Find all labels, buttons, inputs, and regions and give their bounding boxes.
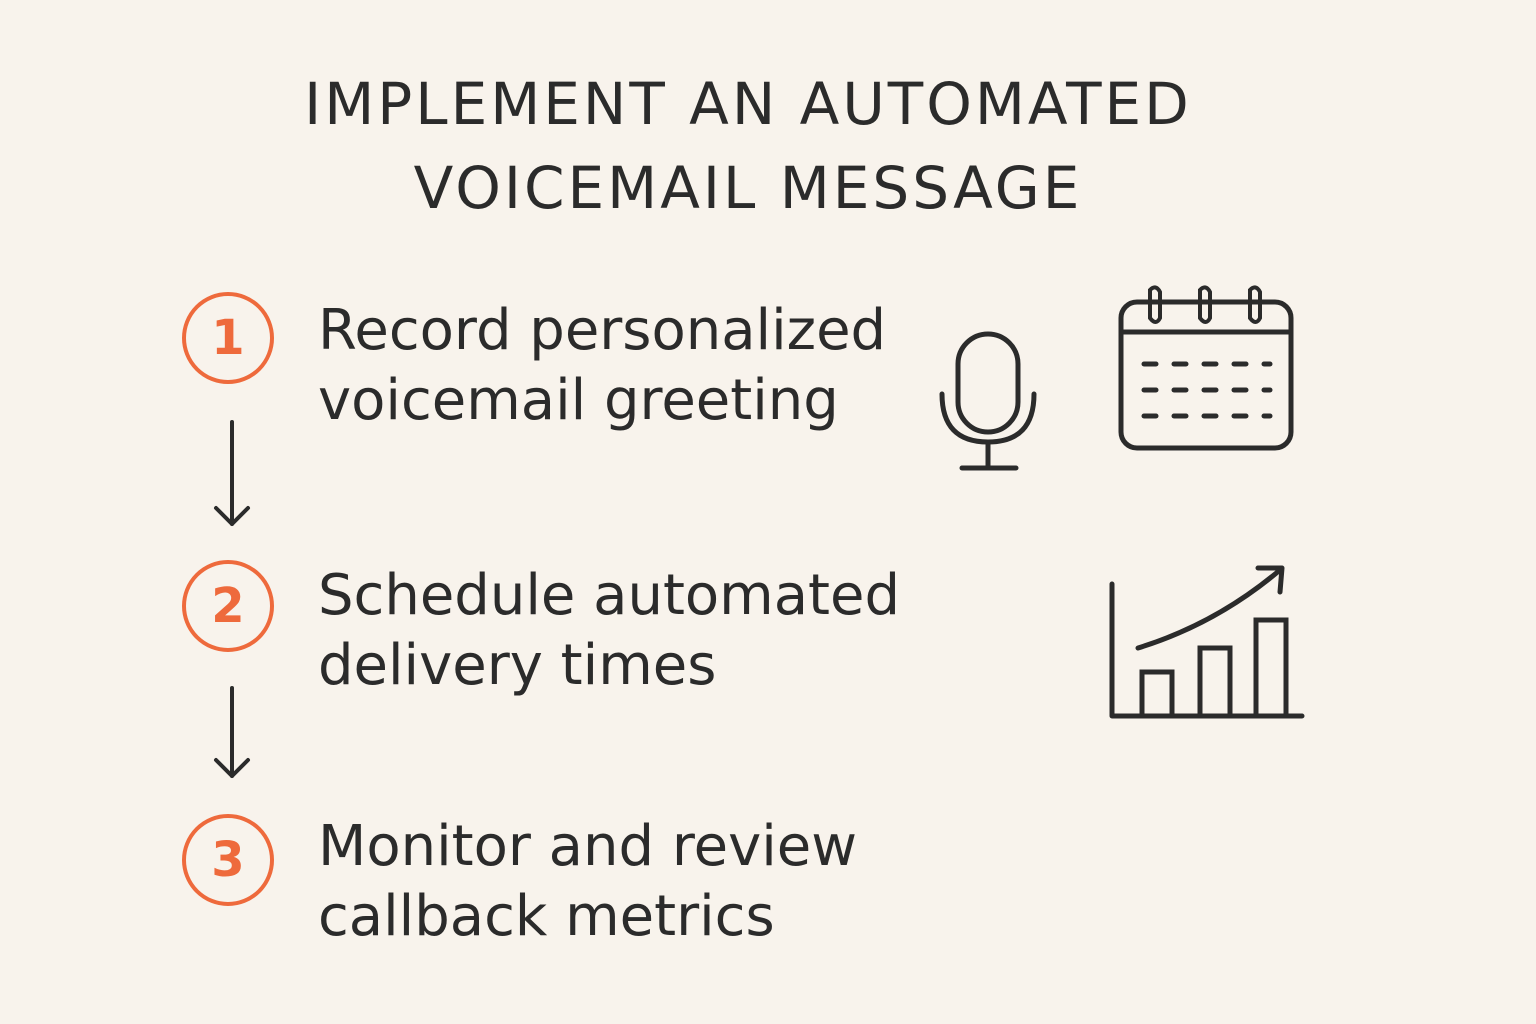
arrow-down-icon — [214, 686, 250, 778]
step-1-line-2: voicemail greeting — [318, 368, 839, 433]
step-1-number: 1 — [182, 292, 274, 384]
growth-chart-icon — [1109, 565, 1305, 719]
microphone-icon — [939, 331, 1037, 471]
step-3-number: 3 — [182, 814, 274, 906]
step-2-line-1: Schedule automated — [318, 563, 900, 628]
step-3-line-2: callback metrics — [318, 884, 775, 949]
arrow-down-icon — [214, 420, 250, 526]
title-line-2: VOICEMAIL MESSAGE — [413, 154, 1083, 222]
step-2-text: Schedule automated delivery times — [318, 561, 900, 701]
step-1-line-1: Record personalized — [318, 298, 887, 363]
step-3-text: Monitor and review callback metrics — [318, 812, 857, 952]
step-1-text: Record personalized voicemail greeting — [318, 296, 886, 436]
step-3-line-1: Monitor and review — [318, 814, 858, 879]
title-line-1: IMPLEMENT AN AUTOMATED — [304, 70, 1192, 138]
step-2-number: 2 — [182, 560, 274, 652]
step-2-line-2: delivery times — [318, 633, 717, 698]
calendar-icon — [1118, 285, 1294, 451]
page-title: IMPLEMENT AN AUTOMATED VOICEMAIL MESSAGE — [0, 62, 1496, 230]
